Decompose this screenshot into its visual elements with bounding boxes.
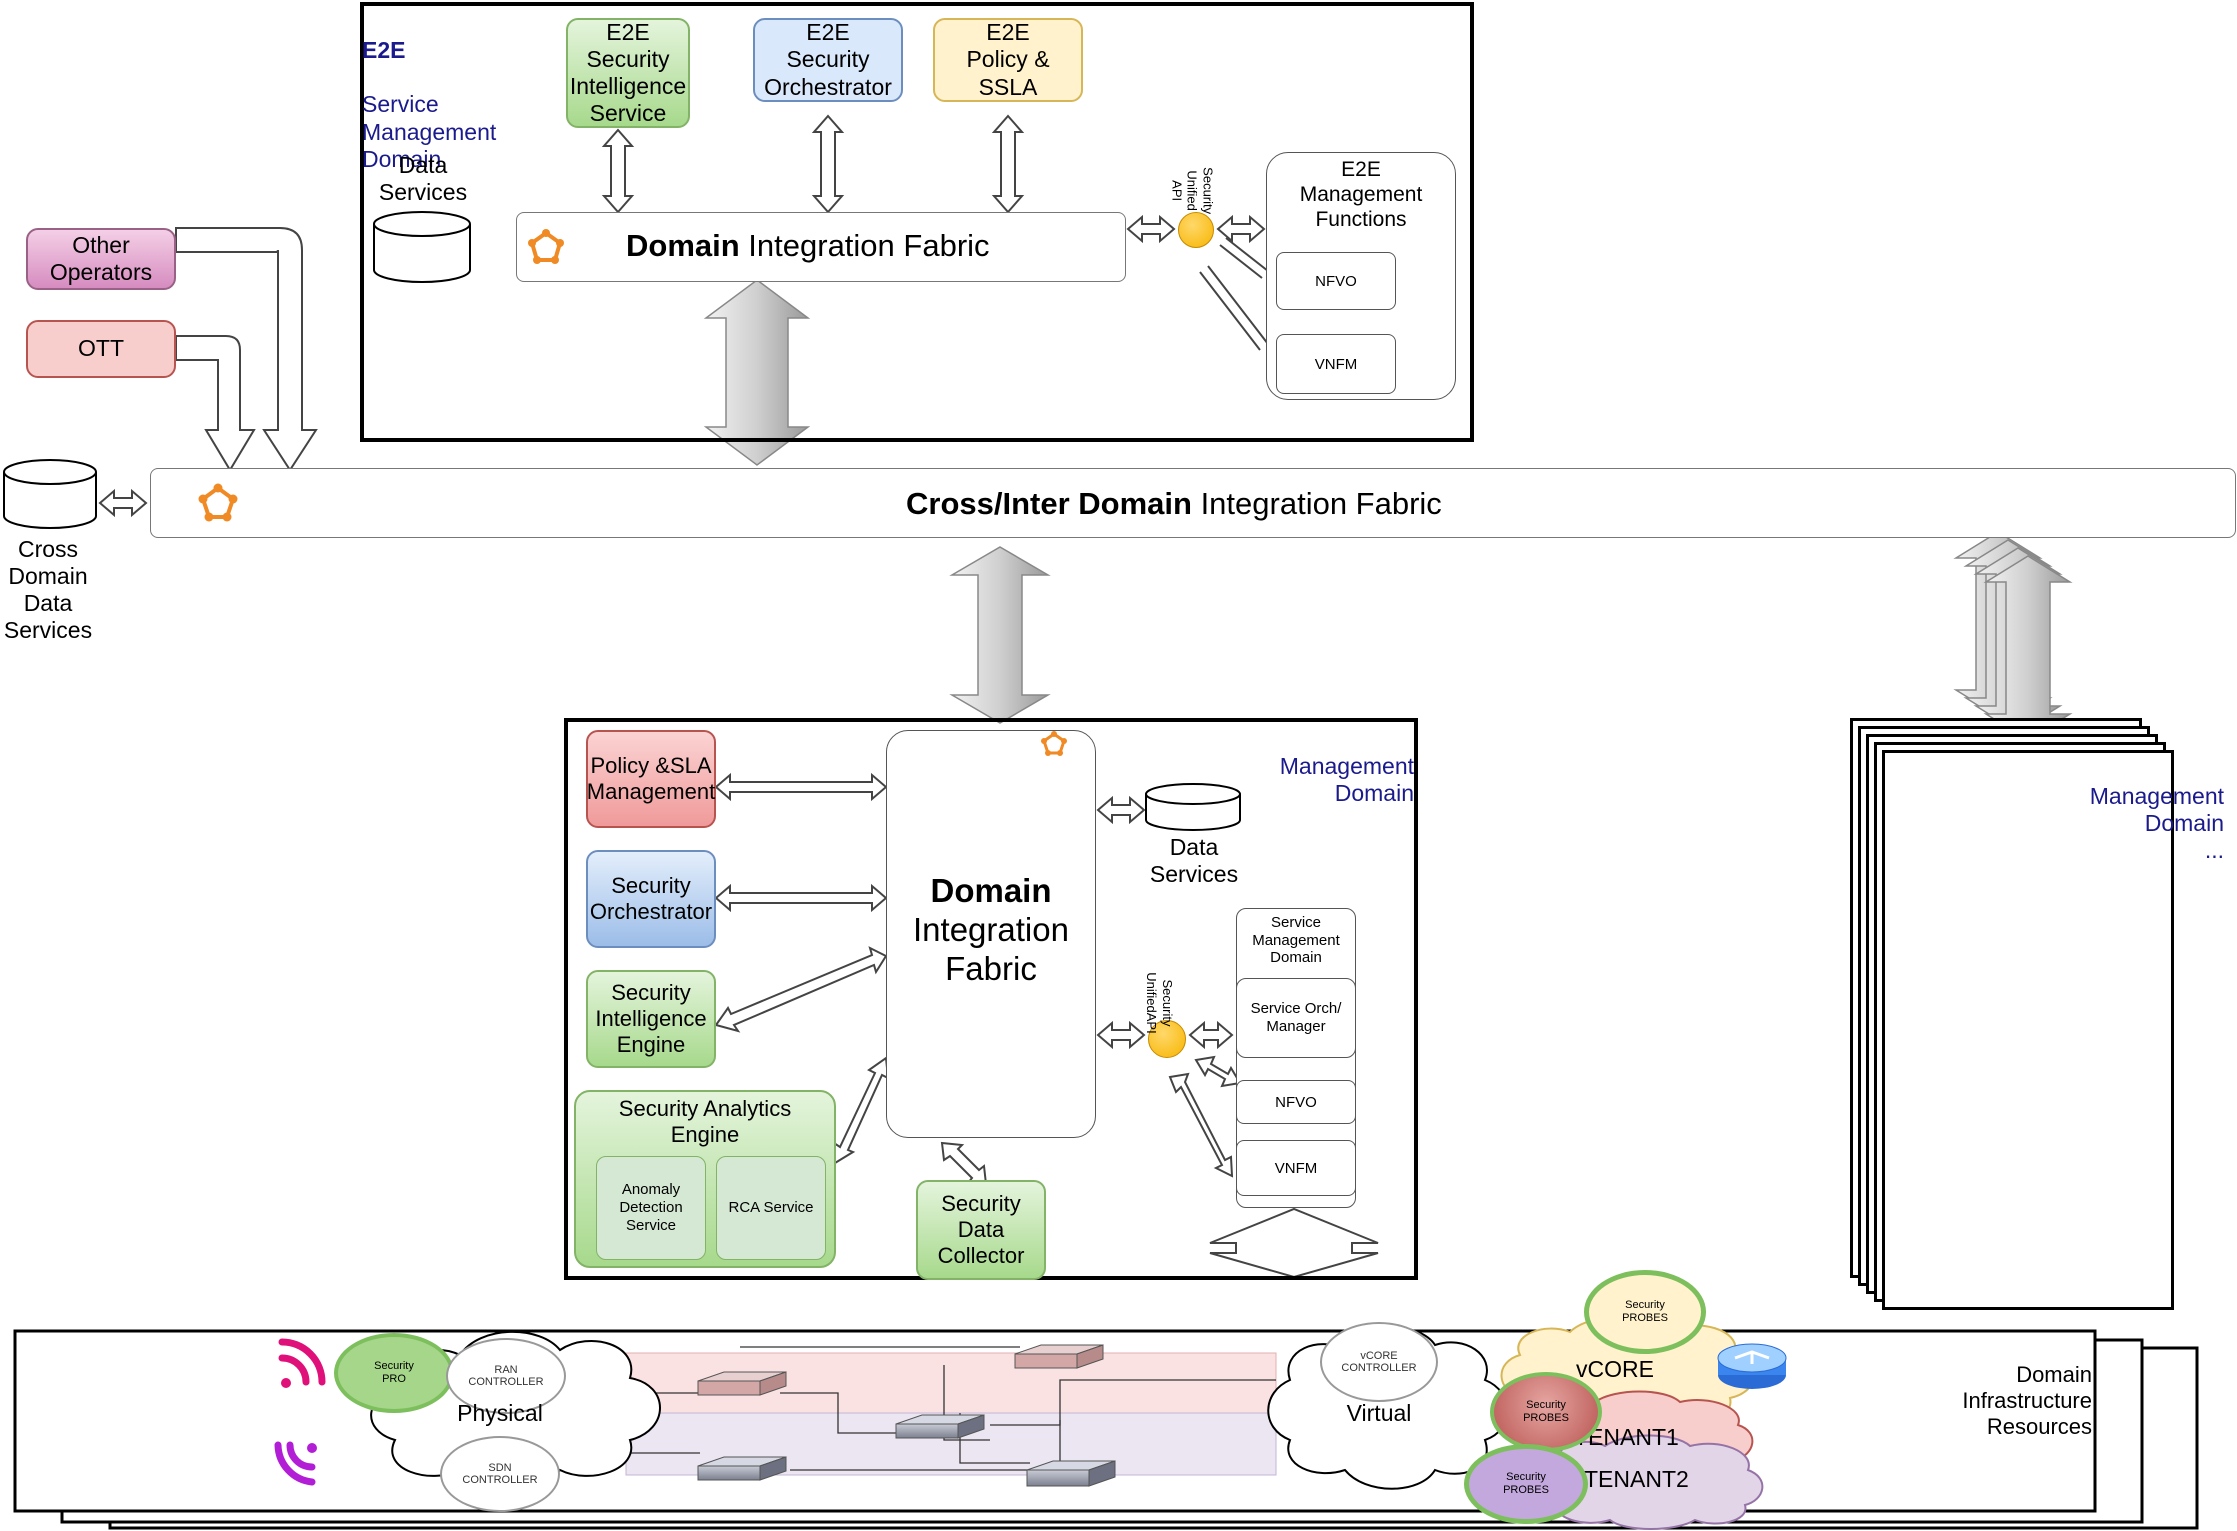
cross-domain-data-services-label: Cross Domain Data Services	[3, 536, 93, 644]
operators-arrow	[175, 227, 318, 472]
e2e-vnfm-label: VNFM	[1314, 355, 1358, 373]
vcore-probe-label: Security PROBES	[1622, 1299, 1668, 1324]
cross-fabric-logo-icon	[198, 483, 238, 522]
anomaly-detection-service[interactable]: Anomaly Detection Service	[596, 1156, 706, 1260]
e2e-data-services-database-icon	[373, 211, 471, 283]
physical-probe-label: Security PRO	[374, 1360, 414, 1385]
other-operators-label: Other Operators	[49, 231, 153, 285]
mgmt-vnfm-label: VNFM	[1274, 1159, 1318, 1177]
vcore-controller-label: vCORE CONTROLLER	[1341, 1350, 1417, 1374]
e2e-policy-sla[interactable]: E2E Policy & SSLA	[933, 18, 1083, 102]
service-orch-label: Service Orch/ Manager	[1250, 1000, 1342, 1035]
network-links	[626, 1346, 1276, 1471]
security-analytics-engine-label: Security Analytics Engine	[618, 1096, 792, 1147]
mgmt-nfvo[interactable]: NFVO	[1236, 1080, 1356, 1124]
mgmt-security-api-node[interactable]	[1148, 1020, 1186, 1058]
big-arrows	[703, 279, 1051, 724]
tenant1-probe-label: Security PROBES	[1523, 1399, 1569, 1424]
wifi-icon	[274, 1441, 317, 1486]
cross-fabric-bold: Cross/Inter Domain	[906, 486, 1192, 521]
e2e-nfvo[interactable]: NFVO	[1276, 252, 1396, 310]
management-domain-title: Management Domain	[1279, 753, 1414, 807]
sdn-controller-label: SDN CONTROLLER	[462, 1462, 538, 1486]
small-arrows	[98, 214, 1266, 1050]
network-switches	[697, 1344, 1116, 1487]
rca-service-label: RCA Service	[728, 1199, 814, 1217]
anomaly-detection-label: Anomaly Detection Service	[619, 1181, 683, 1234]
infrastructure-title: Domain Infrastructure Resources	[1962, 1361, 2092, 1439]
service-management-domain-label: Service Management Domain	[1252, 914, 1340, 967]
e2e-security-orchestrator[interactable]: E2E Security Orchestrator	[753, 18, 903, 102]
tenant2-security-probe[interactable]: Security PROBES	[1464, 1444, 1588, 1524]
security-orchestrator-label: Security Orchestrator	[589, 873, 713, 924]
e2e-vertical-arrows	[601, 114, 1025, 214]
vcore-security-probe[interactable]: Security PROBES	[1584, 1270, 1706, 1354]
virtual-label: Virtual	[1346, 1400, 1412, 1426]
tenant2-label: TENANT2	[1584, 1466, 1689, 1492]
mgmt-nfvo-label: NFVO	[1275, 1093, 1317, 1111]
e2e-security-intelligence-label: E2E Security Intelligence Service	[569, 18, 687, 127]
security-data-collector-label: Security Data Collector	[937, 1191, 1025, 1268]
mgmt-data-services-database-icon	[1145, 783, 1241, 831]
physical-label: Physical	[457, 1400, 543, 1426]
security-data-collector[interactable]: Security Data Collector	[916, 1180, 1046, 1280]
e2e-nfvo-label: NFVO	[1315, 272, 1357, 290]
e2e-domain-title: E2E Service Management Domain	[362, 10, 496, 173]
security-intelligence-engine[interactable]: Security Intelligence Engine	[586, 970, 716, 1068]
router-icon	[1717, 1343, 1787, 1389]
sdn-controller[interactable]: SDN CONTROLLER	[440, 1436, 560, 1512]
policy-sla-management[interactable]: Policy &SLA Management	[586, 730, 716, 828]
mgmt-security-api-label: Security UnifiedAPI	[1144, 972, 1175, 1034]
vnfm-bottom-arrow	[1209, 1207, 1379, 1279]
rca-service[interactable]: RCA Service	[716, 1156, 826, 1260]
cross-fabric-rest: Integration Fabric	[1191, 486, 1442, 521]
mgmt-vnfm[interactable]: VNFM	[1236, 1140, 1356, 1196]
e2e-security-orchestrator-label: E2E Security Orchestrator	[764, 19, 892, 100]
e2e-title-rest: Service Management Domain	[362, 91, 497, 172]
ran-controller[interactable]: RAN CONTROLLER	[446, 1338, 566, 1414]
e2e-data-services-label: Data Services	[378, 152, 468, 206]
e2e-policy-sla-label: E2E Policy & SSLA	[966, 19, 1050, 100]
stacked-arrows	[1953, 531, 2073, 741]
mgmt-data-services-label: Data Services	[1149, 834, 1239, 888]
e2e-domain-integration-fabric[interactable]	[516, 212, 1126, 282]
e2e-security-intelligence-service[interactable]: E2E Security Intelligence Service	[566, 18, 690, 128]
ran-controller-label: RAN CONTROLLER	[468, 1364, 544, 1388]
tenant2-probe-label: Security PROBES	[1503, 1471, 1549, 1496]
e2e-service-management-domain	[360, 2, 1474, 442]
mgmt-fabric-logo-icon	[1041, 731, 1067, 756]
mgmt-domain-integration-fabric[interactable]	[886, 730, 1096, 1138]
other-operators[interactable]: Other Operators	[26, 228, 176, 290]
e2e-fabric-logo-icon	[528, 229, 564, 264]
e2e-fabric-bold: Domain	[626, 228, 740, 263]
e2e-security-api-label: Security Unified API	[1169, 167, 1216, 215]
vcore-label: vCORE	[1576, 1356, 1654, 1382]
cross-domain-integration-fabric[interactable]	[150, 468, 2236, 538]
e2e-fabric-label: Domain Integration Fabric	[626, 228, 990, 264]
ott-label: OTT	[78, 335, 124, 362]
tenant1-security-probe[interactable]: Security PROBES	[1490, 1372, 1602, 1452]
tenant2-cloud	[1543, 1434, 1764, 1530]
mgmt-fabric-rest: Integration Fabric	[913, 910, 1069, 987]
security-intelligence-engine-label: Security Intelligence Engine	[595, 980, 707, 1057]
e2e-vnfm[interactable]: VNFM	[1276, 334, 1396, 394]
ott[interactable]: OTT	[26, 320, 176, 378]
e2e-security-api-node[interactable]	[1178, 212, 1214, 248]
e2e-title-bold: E2E	[362, 37, 406, 64]
mgmt-fabric-bold: Domain	[930, 872, 1052, 909]
policy-sla-label: Policy &SLA Management	[586, 753, 716, 804]
e2e-management-functions-label: E2E Management Functions	[1299, 158, 1423, 231]
e2e-diagonal-arrows	[1199, 237, 1269, 351]
physical-security-probe[interactable]: Security PRO	[334, 1333, 454, 1413]
security-orchestrator[interactable]: Security Orchestrator	[586, 850, 716, 948]
other-mgmt-domain	[1882, 750, 2174, 1310]
vcore-controller[interactable]: vCORE CONTROLLER	[1320, 1322, 1438, 1402]
service-orch-manager[interactable]: Service Orch/ Manager	[1236, 978, 1356, 1058]
other-mgmt-domain-title: Management Domain ...	[2089, 783, 2224, 864]
cross-fabric-label: Cross/Inter Domain Integration Fabric	[906, 486, 1442, 522]
e2e-fabric-rest: Integration Fabric	[739, 228, 990, 263]
cross-domain-database-icon	[3, 459, 97, 529]
antenna-icon	[278, 1338, 326, 1388]
